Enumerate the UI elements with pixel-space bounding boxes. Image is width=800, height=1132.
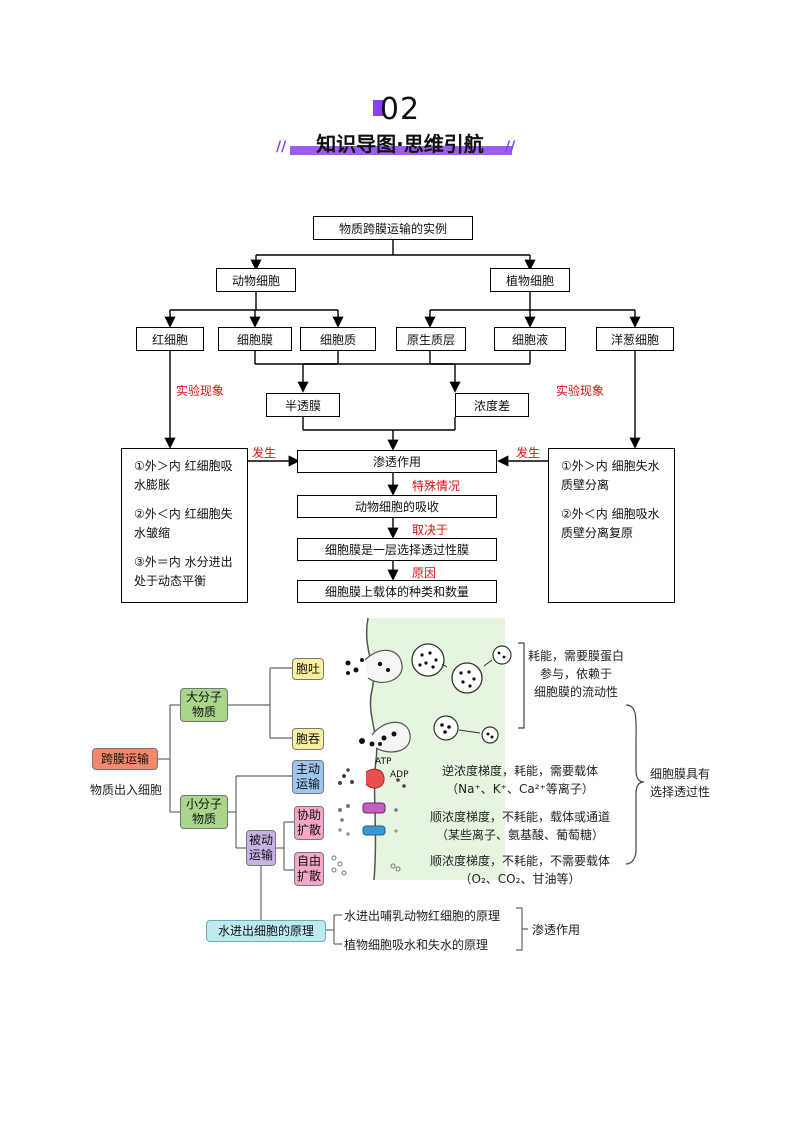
desc-free-diffusion: 顺浓度梯度，不耗能，不需要载体 （O₂、CO₂、甘油等） <box>420 852 620 888</box>
desc-facilitated-line-1: 顺浓度梯度，不耗能，载体或通道 <box>429 810 610 824</box>
desc-macro-line-2: 参与，依赖于 <box>539 667 612 681</box>
box-selective-membrane: 细胞膜是一层选择透过性膜 <box>297 538 497 561</box>
box-cytoplasm: 细胞质 <box>300 327 376 351</box>
desc-macromolecule: 耗能，需要膜蛋白 参与，依赖于 细胞膜的流动性 <box>528 647 624 701</box>
desc-macro-line-3: 细胞膜的流动性 <box>533 685 618 699</box>
label-depends-on: 取决于 <box>412 523 449 537</box>
atp-label: ATP <box>375 757 392 767</box>
desc-free-line-2: （O₂、CO₂、甘油等） <box>459 872 581 886</box>
node-facilitated-diffusion: 协助扩散 <box>294 806 324 840</box>
box-active-absorption: 动物细胞的吸收 <box>297 495 497 518</box>
box-concentration-diff: 浓度差 <box>455 393 529 417</box>
box-osmosis: 渗透作用 <box>297 450 497 473</box>
node-small-molecule: 小分子物质 <box>180 795 228 829</box>
section-title: 知识导图·思维引航 <box>316 132 484 156</box>
box-cell-sap: 细胞液 <box>494 327 566 351</box>
adp-label: ADP <box>390 770 409 780</box>
node-endocytosis: 胞吞 <box>292 728 324 750</box>
desc-active-line-2: （Na⁺、K⁺、Ca²⁺等离子） <box>446 782 594 796</box>
node-passive-transport: 被动运输 <box>246 830 276 866</box>
title-stripes-right: // <box>505 139 516 155</box>
desc-active-transport: 逆浓度梯度，耗能，需要载体 （Na⁺、K⁺、Ca²⁺等离子） <box>420 762 620 798</box>
box-semi-permeable: 半透膜 <box>266 393 340 417</box>
rbc-outcome-1: ①外＞内 红细胞吸水膨胀 <box>134 459 233 492</box>
section-number: 02 <box>379 92 421 127</box>
box-plant-outcomes: ①外＞内 细胞失水 质壁分离 ②外＜内 细胞吸水 质壁分离复原 <box>548 448 675 603</box>
title-stripes-left: // <box>276 139 287 155</box>
membrane-illustration <box>331 617 645 881</box>
water-item-plant: 植物细胞吸水和失水的原理 <box>344 938 489 952</box>
plant-outcome-2: ②外＜内 细胞吸水 质壁分离复原 <box>561 507 660 540</box>
box-transport-examples: 物质跨膜运输的实例 <box>313 216 473 240</box>
node-transmembrane: 跨膜运输 <box>92 748 158 770</box>
box-red-blood-cell: 红细胞 <box>136 327 204 351</box>
label-substance-in-out: 物质出入细胞 <box>90 783 163 797</box>
node-free-diffusion: 自由扩散 <box>294 852 324 886</box>
node-active-transport: 主动运输 <box>292 760 324 794</box>
box-cell-membrane: 细胞膜 <box>218 327 292 351</box>
box-rbc-outcomes: ①外＞内 红细胞吸水膨胀 ②外＜内 红细胞失水皱缩 ③外＝内 水分进出处于动态平… <box>121 448 248 603</box>
rbc-outcome-2: ②外＜内 红细胞失水皱缩 <box>134 507 233 540</box>
desc-active-line-1: 逆浓度梯度，耗能，需要载体 <box>441 764 598 778</box>
desc-macro-line-1: 耗能，需要膜蛋白 <box>528 649 625 663</box>
title-underline <box>290 146 512 155</box>
box-onion-cell: 洋葱细胞 <box>596 327 674 351</box>
desc-facilitated: 顺浓度梯度，不耗能，载体或通道 （某些离子、氨基酸、葡萄糖） <box>420 808 620 844</box>
header-accent-bar <box>373 100 385 116</box>
label-experiment-right: 实验现象 <box>556 384 605 398</box>
desc-free-line-1: 顺浓度梯度，不耗能，不需要载体 <box>429 854 610 868</box>
label-special-case: 特殊情况 <box>412 479 461 493</box>
node-macromolecule: 大分子物质 <box>180 688 228 722</box>
rbc-outcome-3: ③外＝内 水分进出处于动态平衡 <box>134 555 233 588</box>
box-animal-cell: 动物细胞 <box>216 268 296 292</box>
label-reason: 原因 <box>412 566 437 580</box>
flowchart-connectors <box>164 239 641 581</box>
box-plant-cell: 植物细胞 <box>490 268 570 292</box>
desc-selectivity-line-2: 选择透过性 <box>649 785 710 799</box>
desc-selectivity: 细胞膜具有 选择透过性 <box>640 765 720 801</box>
box-carrier-type: 细胞膜上载体的种类和数量 <box>297 580 497 603</box>
node-exocytosis: 胞吐 <box>292 658 324 680</box>
label-occur-left: 发生 <box>252 446 277 460</box>
node-water-principle: 水进出细胞的原理 <box>206 920 326 942</box>
desc-facilitated-line-2: （某些离子、氨基酸、葡萄糖） <box>435 828 604 842</box>
water-item-rbc: 水进出哺乳动物红细胞的原理 <box>344 909 501 923</box>
label-occur-right: 发生 <box>516 446 541 460</box>
box-protoplast-layer: 原生质层 <box>396 327 466 351</box>
plant-outcome-1: ①外＞内 细胞失水 质壁分离 <box>561 459 660 492</box>
label-experiment-left: 实验现象 <box>176 384 225 398</box>
water-osmosis: 渗透作用 <box>532 923 581 937</box>
desc-selectivity-line-1: 细胞膜具有 <box>649 767 710 781</box>
